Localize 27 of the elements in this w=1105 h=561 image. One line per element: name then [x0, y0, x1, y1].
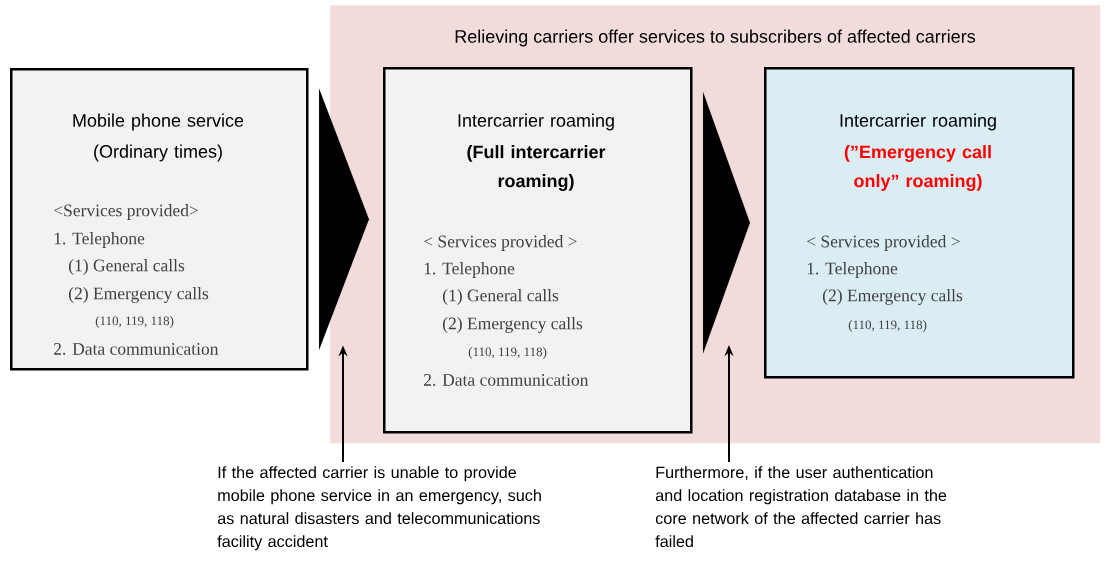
service-item: 1. Telephone: [807, 262, 898, 278]
service-item: (1) General calls: [69, 259, 185, 275]
service-item: (1) General calls: [443, 289, 559, 305]
note-text: If the affected carrier is unable to provide mobile phone service in an emergency, such as natural disasters and telecommunications facility accident: [217, 466, 541, 551]
number-list: (110, 119, 118): [95, 316, 174, 328]
heading-text: Intercarrier roaming: [840, 113, 996, 131]
service-item: <Services provided>: [54, 204, 198, 220]
heading-text: (”Emergency call only” roaming): [844, 145, 991, 191]
service-item: 2. Data communication: [54, 343, 219, 355]
service-item: < Services provided >: [807, 235, 960, 251]
chevron-arrow: [703, 92, 750, 354]
chevron-arrow: [318, 88, 369, 351]
service-item: 1. Telephone: [424, 262, 515, 278]
note-text: Furthermore, if the user authentication and location registration database in the core network of the affected carrier has failed: [655, 466, 947, 548]
service-item: 1. Telephone: [54, 232, 145, 248]
number-list: (110, 119, 118): [468, 347, 547, 359]
service-item: (2) Emergency calls: [443, 317, 583, 333]
service-item: < Services provided >: [424, 235, 577, 251]
heading-text: Mobile phone service: [73, 113, 244, 131]
number-list: (110, 119, 118): [848, 320, 927, 332]
service-item: (2) Emergency calls: [69, 287, 209, 303]
band-heading: Relieving carriers offer services to subscribers of affected carriers: [455, 29, 976, 47]
service-item: (2) Emergency calls: [822, 289, 963, 305]
service-item: 2. Data communication: [424, 374, 589, 386]
heading-text: (Ordinary times): [94, 144, 222, 162]
heading-text: Intercarrier roaming: [458, 113, 614, 131]
heading-text: (Full intercarrier roaming): [467, 145, 606, 191]
